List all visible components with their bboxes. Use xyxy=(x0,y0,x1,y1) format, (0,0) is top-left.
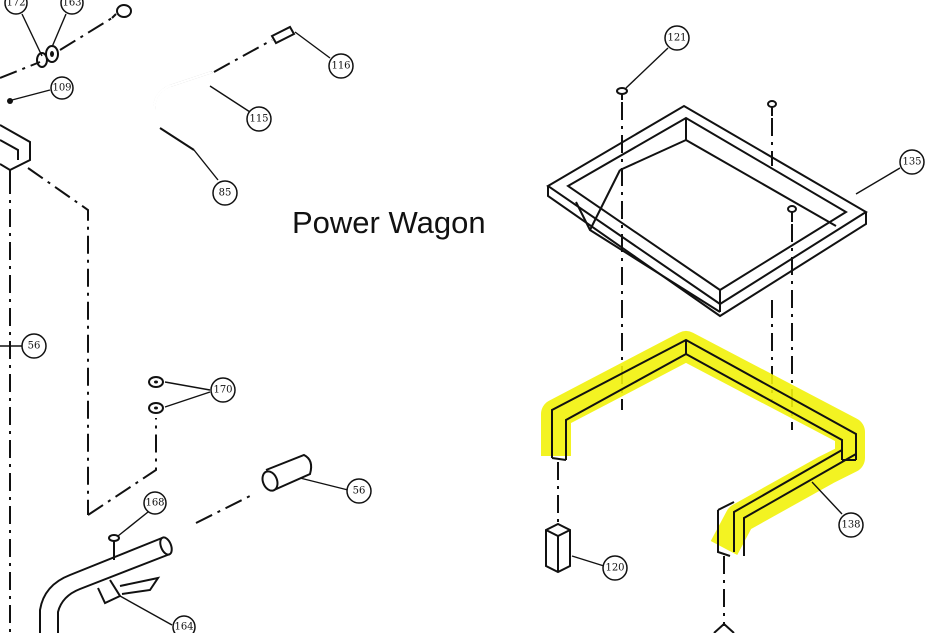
part-grip-116 xyxy=(270,25,296,45)
callout-120: 120 xyxy=(602,555,628,581)
callout-135: 135 xyxy=(899,149,925,175)
callout-168: 168 xyxy=(143,491,167,515)
svg-text:164: 164 xyxy=(174,622,193,633)
part-block-120 xyxy=(545,522,605,574)
callout-170: 170 xyxy=(210,377,236,403)
part-wing-nut xyxy=(111,4,132,19)
svg-text:135: 135 xyxy=(902,157,921,168)
callout-56-left: 56 xyxy=(21,333,47,359)
part-washer-172 xyxy=(36,45,59,68)
part-bolt-109 xyxy=(7,89,51,104)
callout-121: 121 xyxy=(664,25,690,51)
callout-163: 163 xyxy=(60,0,84,15)
callout-138: 138 xyxy=(838,512,864,538)
svg-text:163: 163 xyxy=(62,0,81,9)
svg-text:121: 121 xyxy=(667,33,686,44)
svg-text:138: 138 xyxy=(841,520,860,531)
callout-172: 172 xyxy=(4,0,28,15)
callout-56-sleeve: 56 xyxy=(346,478,372,504)
svg-text:109: 109 xyxy=(52,83,71,94)
diagram-title: Power Wagon xyxy=(292,205,486,240)
callout-116: 116 xyxy=(328,53,354,79)
svg-text:116: 116 xyxy=(331,61,350,72)
part-sleeve-56 xyxy=(261,453,349,492)
svg-text:168: 168 xyxy=(145,498,164,509)
part-washers-170 xyxy=(148,376,211,414)
svg-text:115: 115 xyxy=(249,114,268,125)
callout-115: 115 xyxy=(246,106,272,132)
part-handle-rod xyxy=(152,70,213,368)
part-screws-121 xyxy=(616,47,797,222)
part-frame-138-highlighted xyxy=(541,331,865,557)
svg-text:56: 56 xyxy=(28,341,41,352)
callout-109: 109 xyxy=(50,76,74,100)
svg-text:85: 85 xyxy=(219,188,232,199)
svg-text:56: 56 xyxy=(353,486,366,497)
svg-text:120: 120 xyxy=(605,563,624,574)
part-frame-bracket xyxy=(0,124,31,176)
callout-85: 85 xyxy=(212,180,238,206)
part-tray-135 xyxy=(546,104,868,318)
highlight-glow xyxy=(541,331,865,556)
callout-164: 164 xyxy=(172,615,196,633)
part-lower-handle xyxy=(39,511,173,633)
svg-text:170: 170 xyxy=(213,385,232,396)
svg-text:172: 172 xyxy=(6,0,25,9)
